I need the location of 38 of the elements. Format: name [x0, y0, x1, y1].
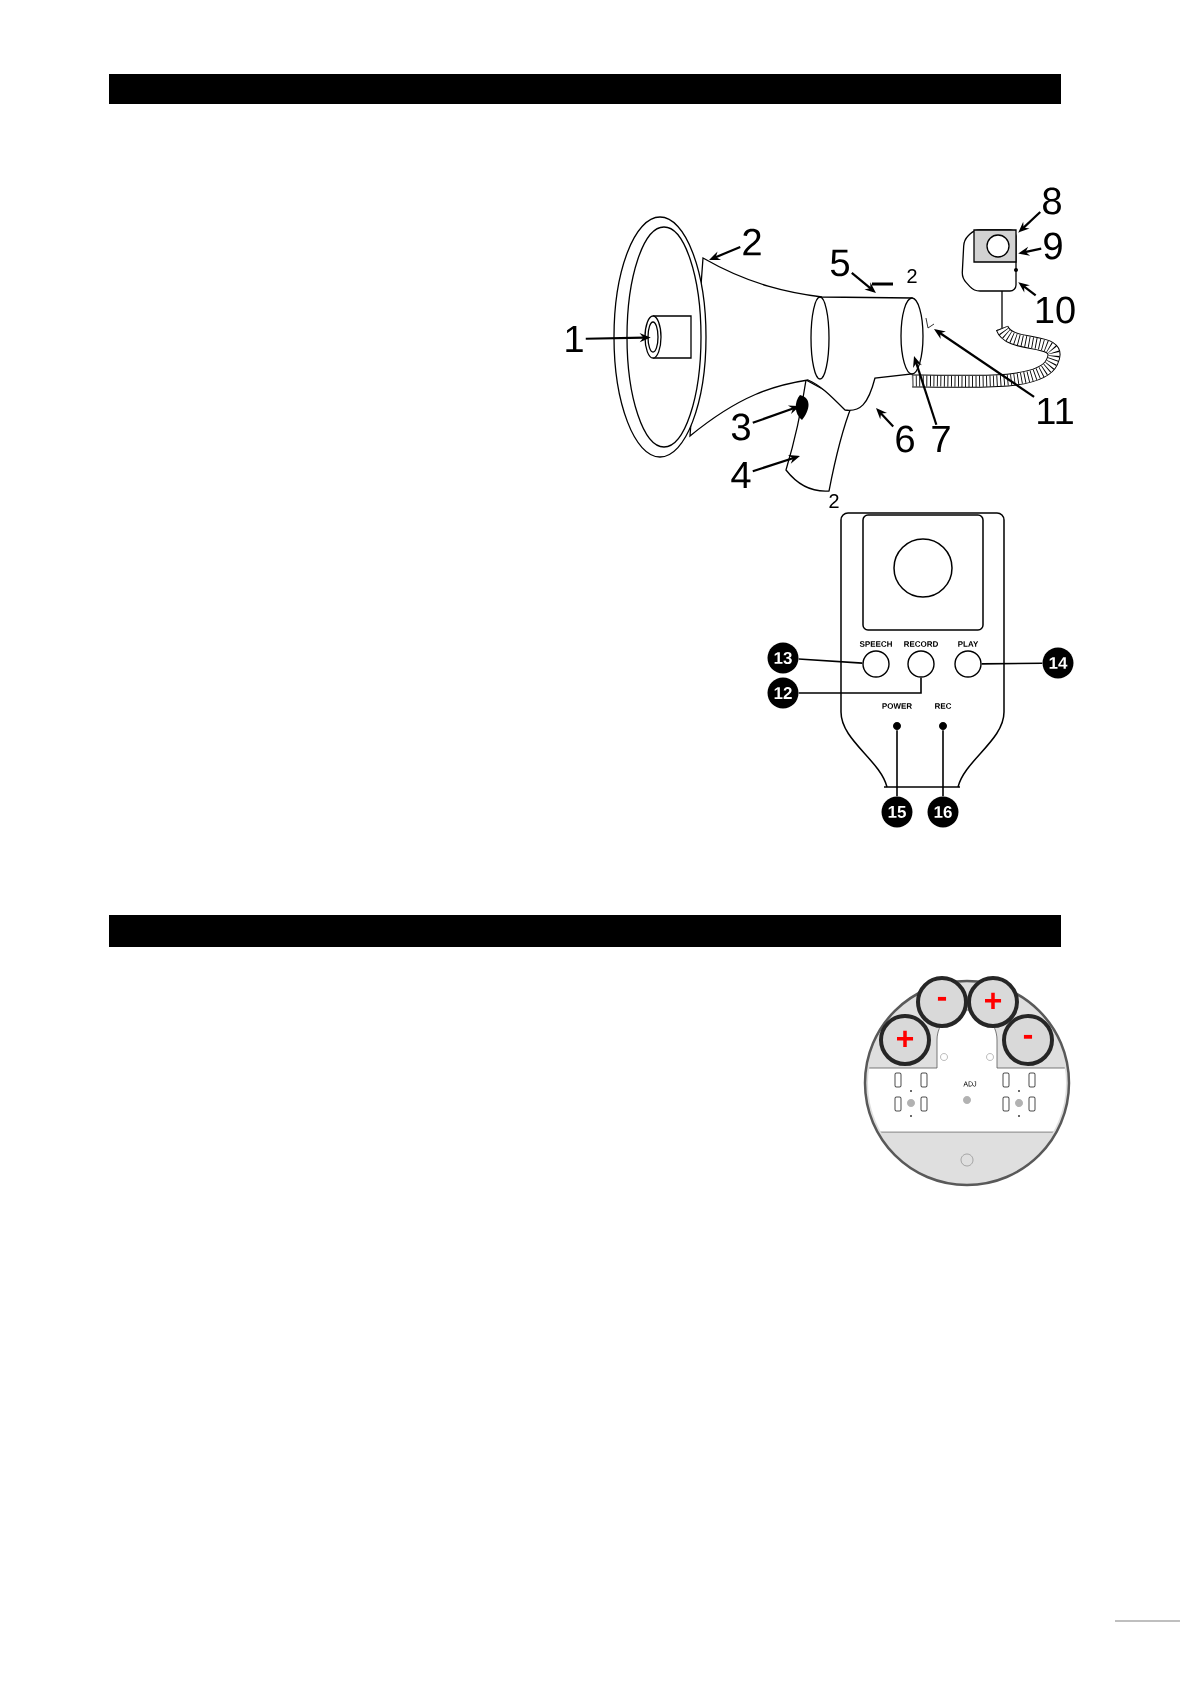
section-bar	[109, 74, 1061, 104]
microphone-drawing	[961, 229, 1018, 292]
button-caption: REC	[935, 703, 952, 709]
leader-line	[797, 658, 864, 664]
callout-number: 8	[1043, 187, 1061, 215]
leader-arrow	[851, 271, 876, 293]
button-caption: POWER	[882, 703, 912, 709]
callout-badge: 13	[767, 642, 799, 674]
callout-number: 5	[830, 249, 849, 277]
callout-number: 7	[932, 425, 950, 453]
button-caption: RECORD	[904, 641, 938, 647]
button-caption: SPEECH	[859, 641, 892, 647]
callout-badge: 14	[1042, 647, 1074, 679]
section-bar	[109, 915, 1061, 947]
callout-number: 6	[896, 425, 914, 453]
callout-number: 2	[743, 228, 761, 256]
callout-number: 1	[566, 325, 583, 353]
polarity-sign: -	[937, 996, 947, 1001]
polarity-sign: -	[1023, 1034, 1033, 1039]
leader-line	[896, 729, 898, 798]
polarity-sign: +	[985, 992, 1002, 1009]
leader-line	[797, 676, 922, 694]
callout-number: 4	[731, 461, 751, 489]
callout-number: 10	[1036, 296, 1075, 324]
leader-arrow	[876, 408, 895, 428]
callout-number: 3	[731, 413, 750, 441]
part-label: 2	[907, 269, 917, 283]
callout-number: 11	[1038, 397, 1073, 425]
callout-badge: 16	[927, 796, 959, 828]
callout-badge: 12	[767, 677, 799, 709]
horn-throat-drawing	[644, 315, 692, 359]
polarity-sign: +	[897, 1030, 914, 1047]
callout-badge: 15	[881, 796, 913, 828]
button-caption: PLAY	[958, 641, 979, 647]
leader-line	[942, 729, 944, 798]
leader-line	[980, 662, 1044, 665]
callout-number: 9	[1044, 232, 1062, 260]
part-label: 2	[829, 494, 839, 508]
